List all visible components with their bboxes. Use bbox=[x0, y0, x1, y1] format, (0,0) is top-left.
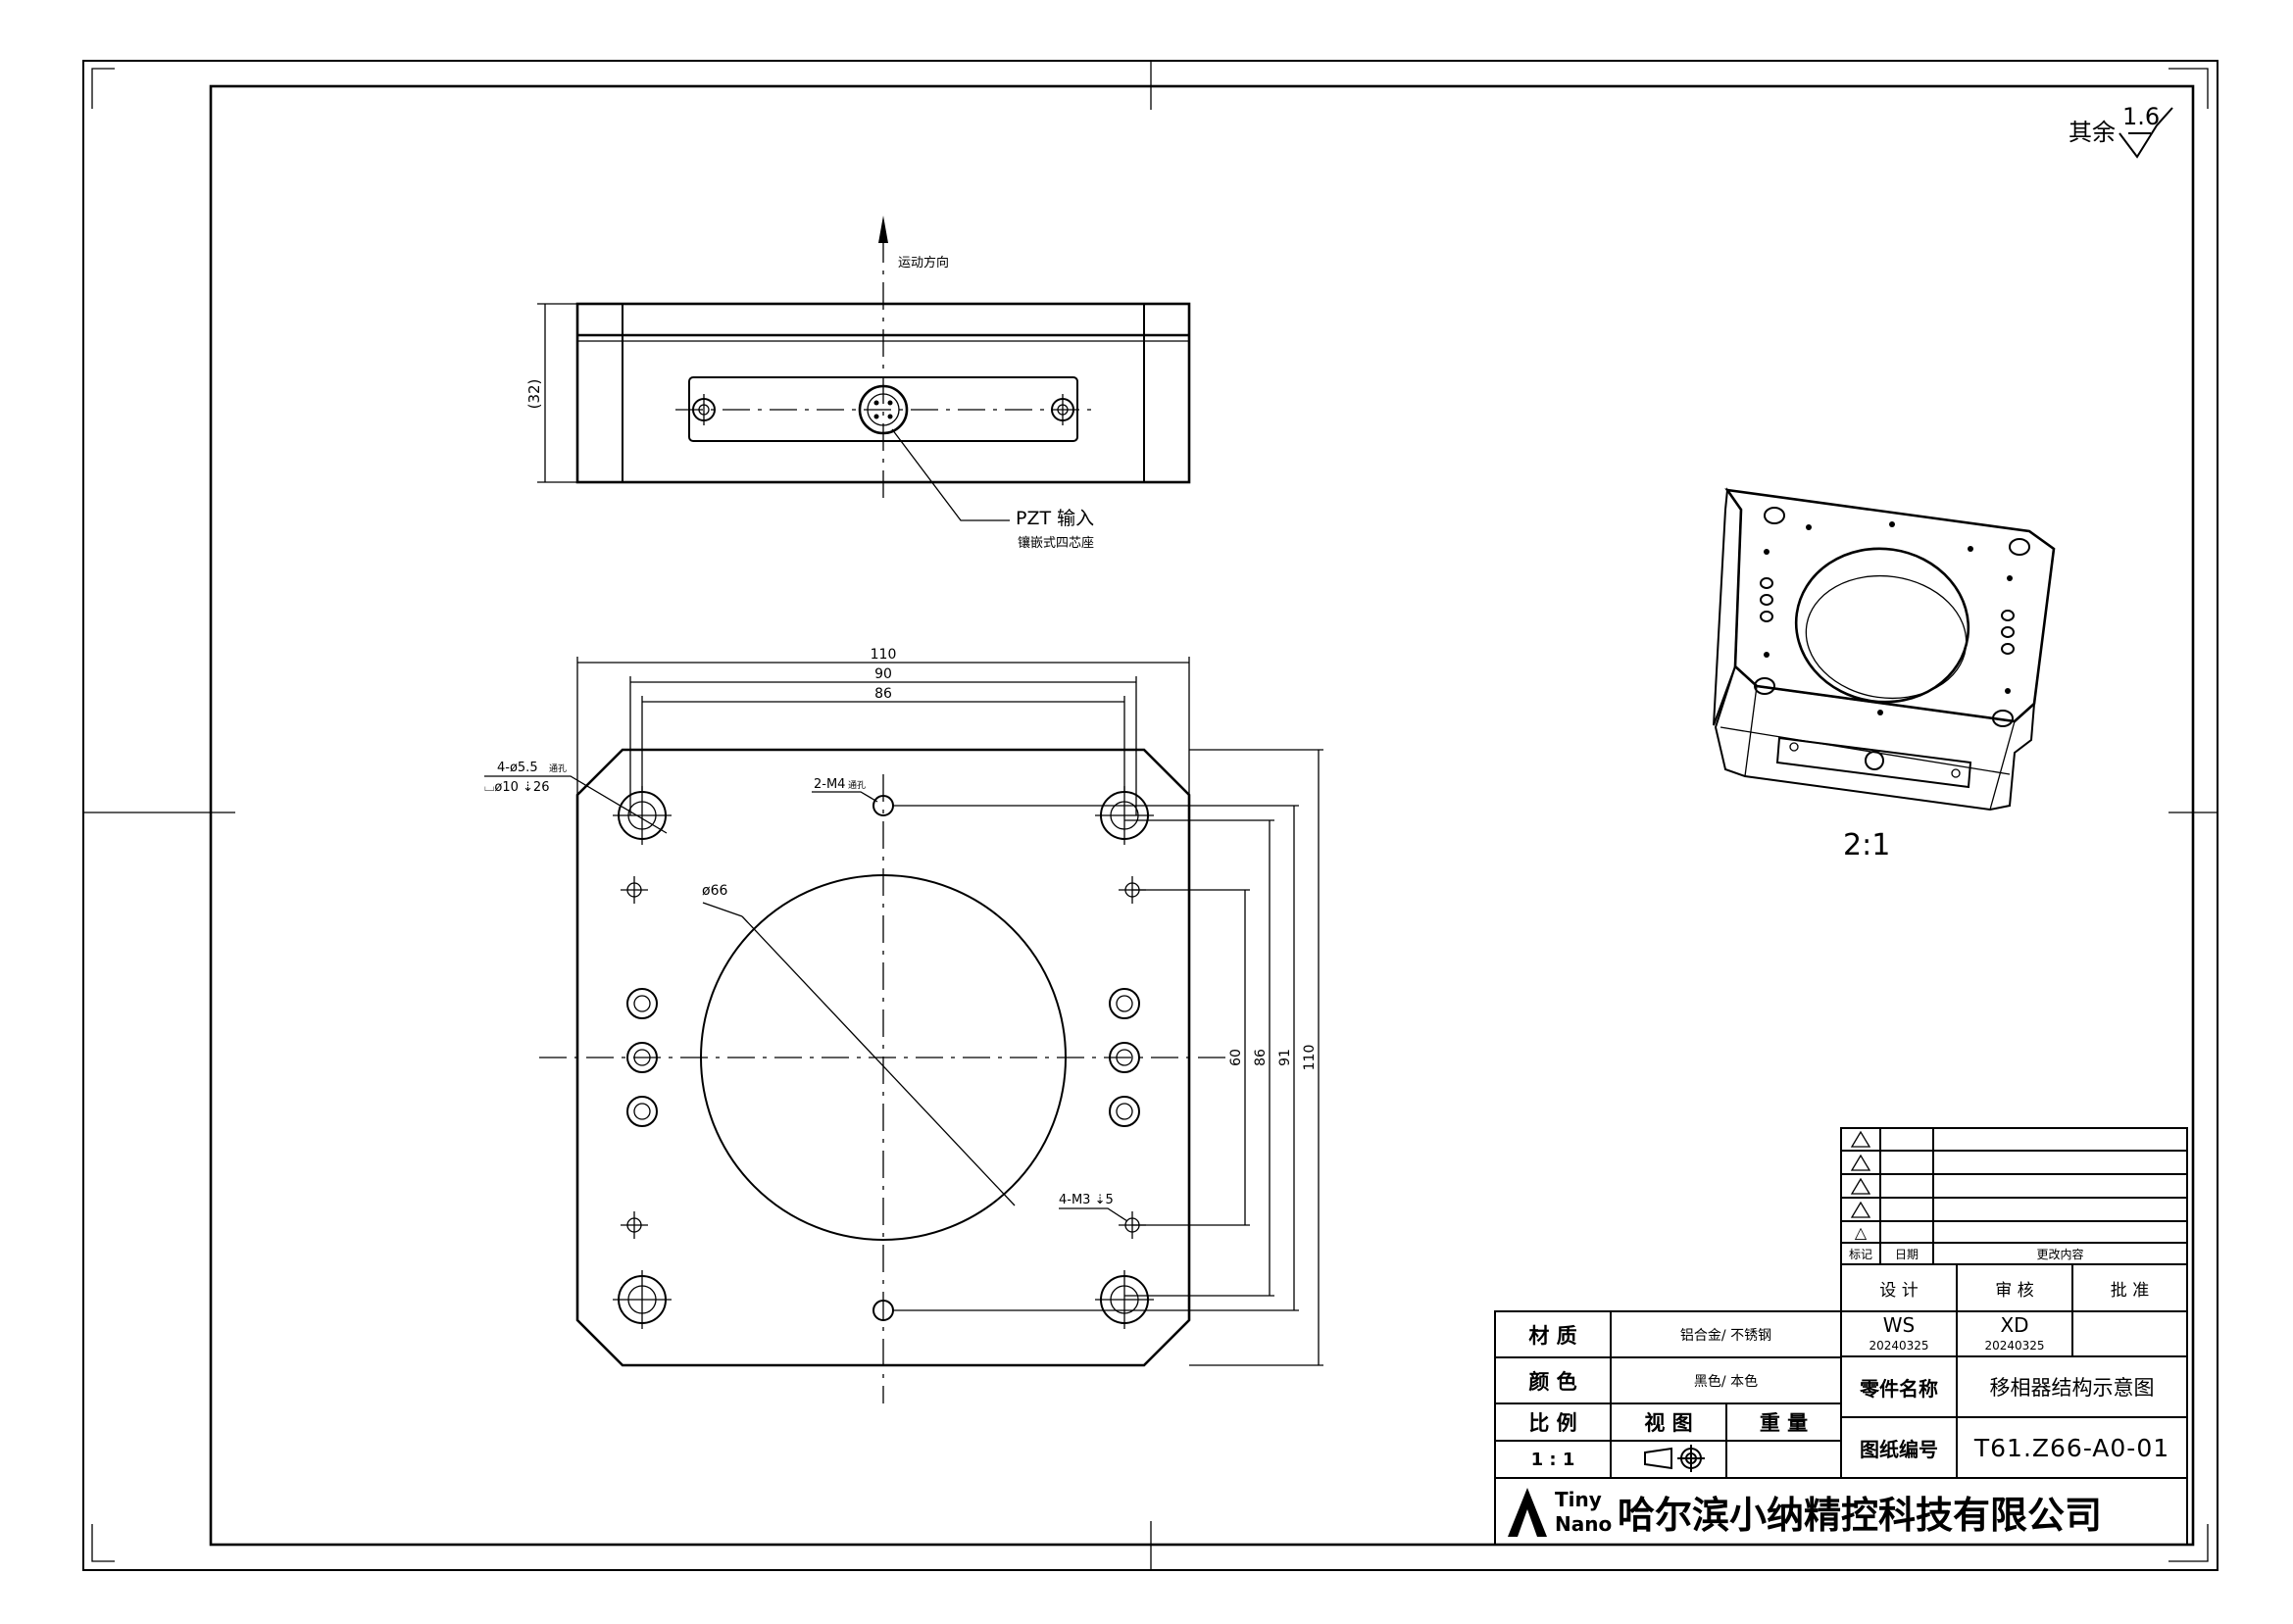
front-height-dim: (32) bbox=[525, 379, 543, 410]
m3-callout: 4-M3 ⇣5 bbox=[1059, 1193, 1114, 1207]
rev-header-content: 更改内容 bbox=[2036, 1247, 2084, 1261]
roughness-symbol bbox=[2119, 107, 2173, 159]
corner-hole-br bbox=[1095, 1270, 1154, 1329]
right-dimensions bbox=[893, 749, 1323, 1366]
front-body bbox=[575, 302, 1191, 484]
dim-86-right: 86 bbox=[1253, 1049, 1269, 1066]
corner-hole-bl bbox=[613, 1270, 672, 1329]
logo-line2: Nano bbox=[1555, 1512, 1612, 1536]
revision-triangle-icons bbox=[1850, 1130, 1871, 1218]
projection-symbol-icon bbox=[1644, 1445, 1705, 1472]
motion-arrow-icon bbox=[878, 216, 888, 243]
designer-name: WS bbox=[1882, 1313, 1916, 1337]
drawing-no-value: T61.Z66-A0-01 bbox=[1973, 1433, 2170, 1462]
view-label: 视 图 bbox=[1644, 1411, 1693, 1435]
central-bore bbox=[700, 874, 1067, 1241]
dim-60: 60 bbox=[1228, 1049, 1244, 1066]
logo-line1: Tiny bbox=[1555, 1488, 1602, 1511]
inner-frame bbox=[209, 84, 2195, 1547]
part-name-value: 移相器结构示意图 bbox=[1989, 1376, 2155, 1400]
company-name: 哈尔滨小纳精控科技有限公司 bbox=[1618, 1493, 2103, 1537]
company-logo-icon bbox=[1508, 1488, 1547, 1537]
screw-right-icon bbox=[1051, 394, 1074, 425]
revision-row-mark: △ bbox=[1854, 1222, 1868, 1242]
check-date: 20240325 bbox=[1984, 1339, 2045, 1353]
signoff-check-header: 审 核 bbox=[1995, 1280, 2034, 1301]
dim-110-right: 110 bbox=[1302, 1045, 1318, 1071]
dim-110-top: 110 bbox=[871, 647, 897, 663]
drawing-no-label: 图纸编号 bbox=[1860, 1437, 1938, 1461]
plan-view: ø66 bbox=[484, 647, 1323, 1403]
scale-value: 1 : 1 bbox=[1530, 1449, 1575, 1470]
surface-note: 其余 bbox=[2069, 119, 2116, 146]
material-value: 铝合金/ 不锈钢 bbox=[1679, 1327, 1772, 1344]
screw-left-icon bbox=[692, 394, 716, 425]
part-name-label: 零件名称 bbox=[1860, 1376, 1938, 1401]
four-pin-connector-icon bbox=[858, 384, 909, 435]
checker-name: XD bbox=[2000, 1313, 2029, 1337]
bore-dia-label: ø66 bbox=[702, 883, 727, 899]
isometric-view: 2:1 bbox=[1713, 487, 2056, 862]
design-date: 20240325 bbox=[1869, 1339, 1929, 1353]
connector-note: 镶嵌式四芯座 bbox=[1018, 535, 1094, 551]
side-screws bbox=[626, 988, 1140, 1127]
plate-outline bbox=[575, 748, 1191, 1367]
signoff-approve-header: 批 准 bbox=[2110, 1280, 2150, 1301]
roughness-value: 1.6 bbox=[2122, 103, 2160, 130]
iso-scale: 2:1 bbox=[1843, 828, 1890, 862]
centering-marks bbox=[83, 61, 2218, 1570]
scale-label: 比 例 bbox=[1528, 1411, 1577, 1435]
m4-callout: 2-M4 bbox=[814, 777, 845, 792]
hole-callout-cbore: ⌴ø10 ⇣26 bbox=[484, 780, 549, 795]
hole-callout-suffix: 通孔 bbox=[549, 763, 567, 774]
m4-suffix: 通孔 bbox=[848, 780, 866, 791]
dim-91: 91 bbox=[1277, 1049, 1293, 1066]
color-label: 颜 色 bbox=[1528, 1369, 1577, 1394]
front-view: 运动方向 (32) PZT bbox=[525, 216, 1191, 551]
motion-direction-label: 运动方向 bbox=[898, 255, 949, 271]
rev-header-mark: 标记 bbox=[1848, 1247, 1872, 1261]
material-label: 材 质 bbox=[1528, 1323, 1577, 1348]
dim-86-top: 86 bbox=[874, 686, 892, 702]
hole-callout-main: 4-ø5.5 bbox=[497, 761, 538, 775]
top-dimensions bbox=[576, 657, 1190, 815]
connector-label: PZT 输入 bbox=[1016, 508, 1094, 529]
rev-header-date: 日期 bbox=[1894, 1247, 1919, 1261]
weight-label: 重 量 bbox=[1759, 1411, 1809, 1435]
color-value: 黑色/ 本色 bbox=[1693, 1373, 1759, 1390]
signoff-design-header: 设 计 bbox=[1879, 1280, 1919, 1301]
dim-90: 90 bbox=[874, 666, 892, 682]
